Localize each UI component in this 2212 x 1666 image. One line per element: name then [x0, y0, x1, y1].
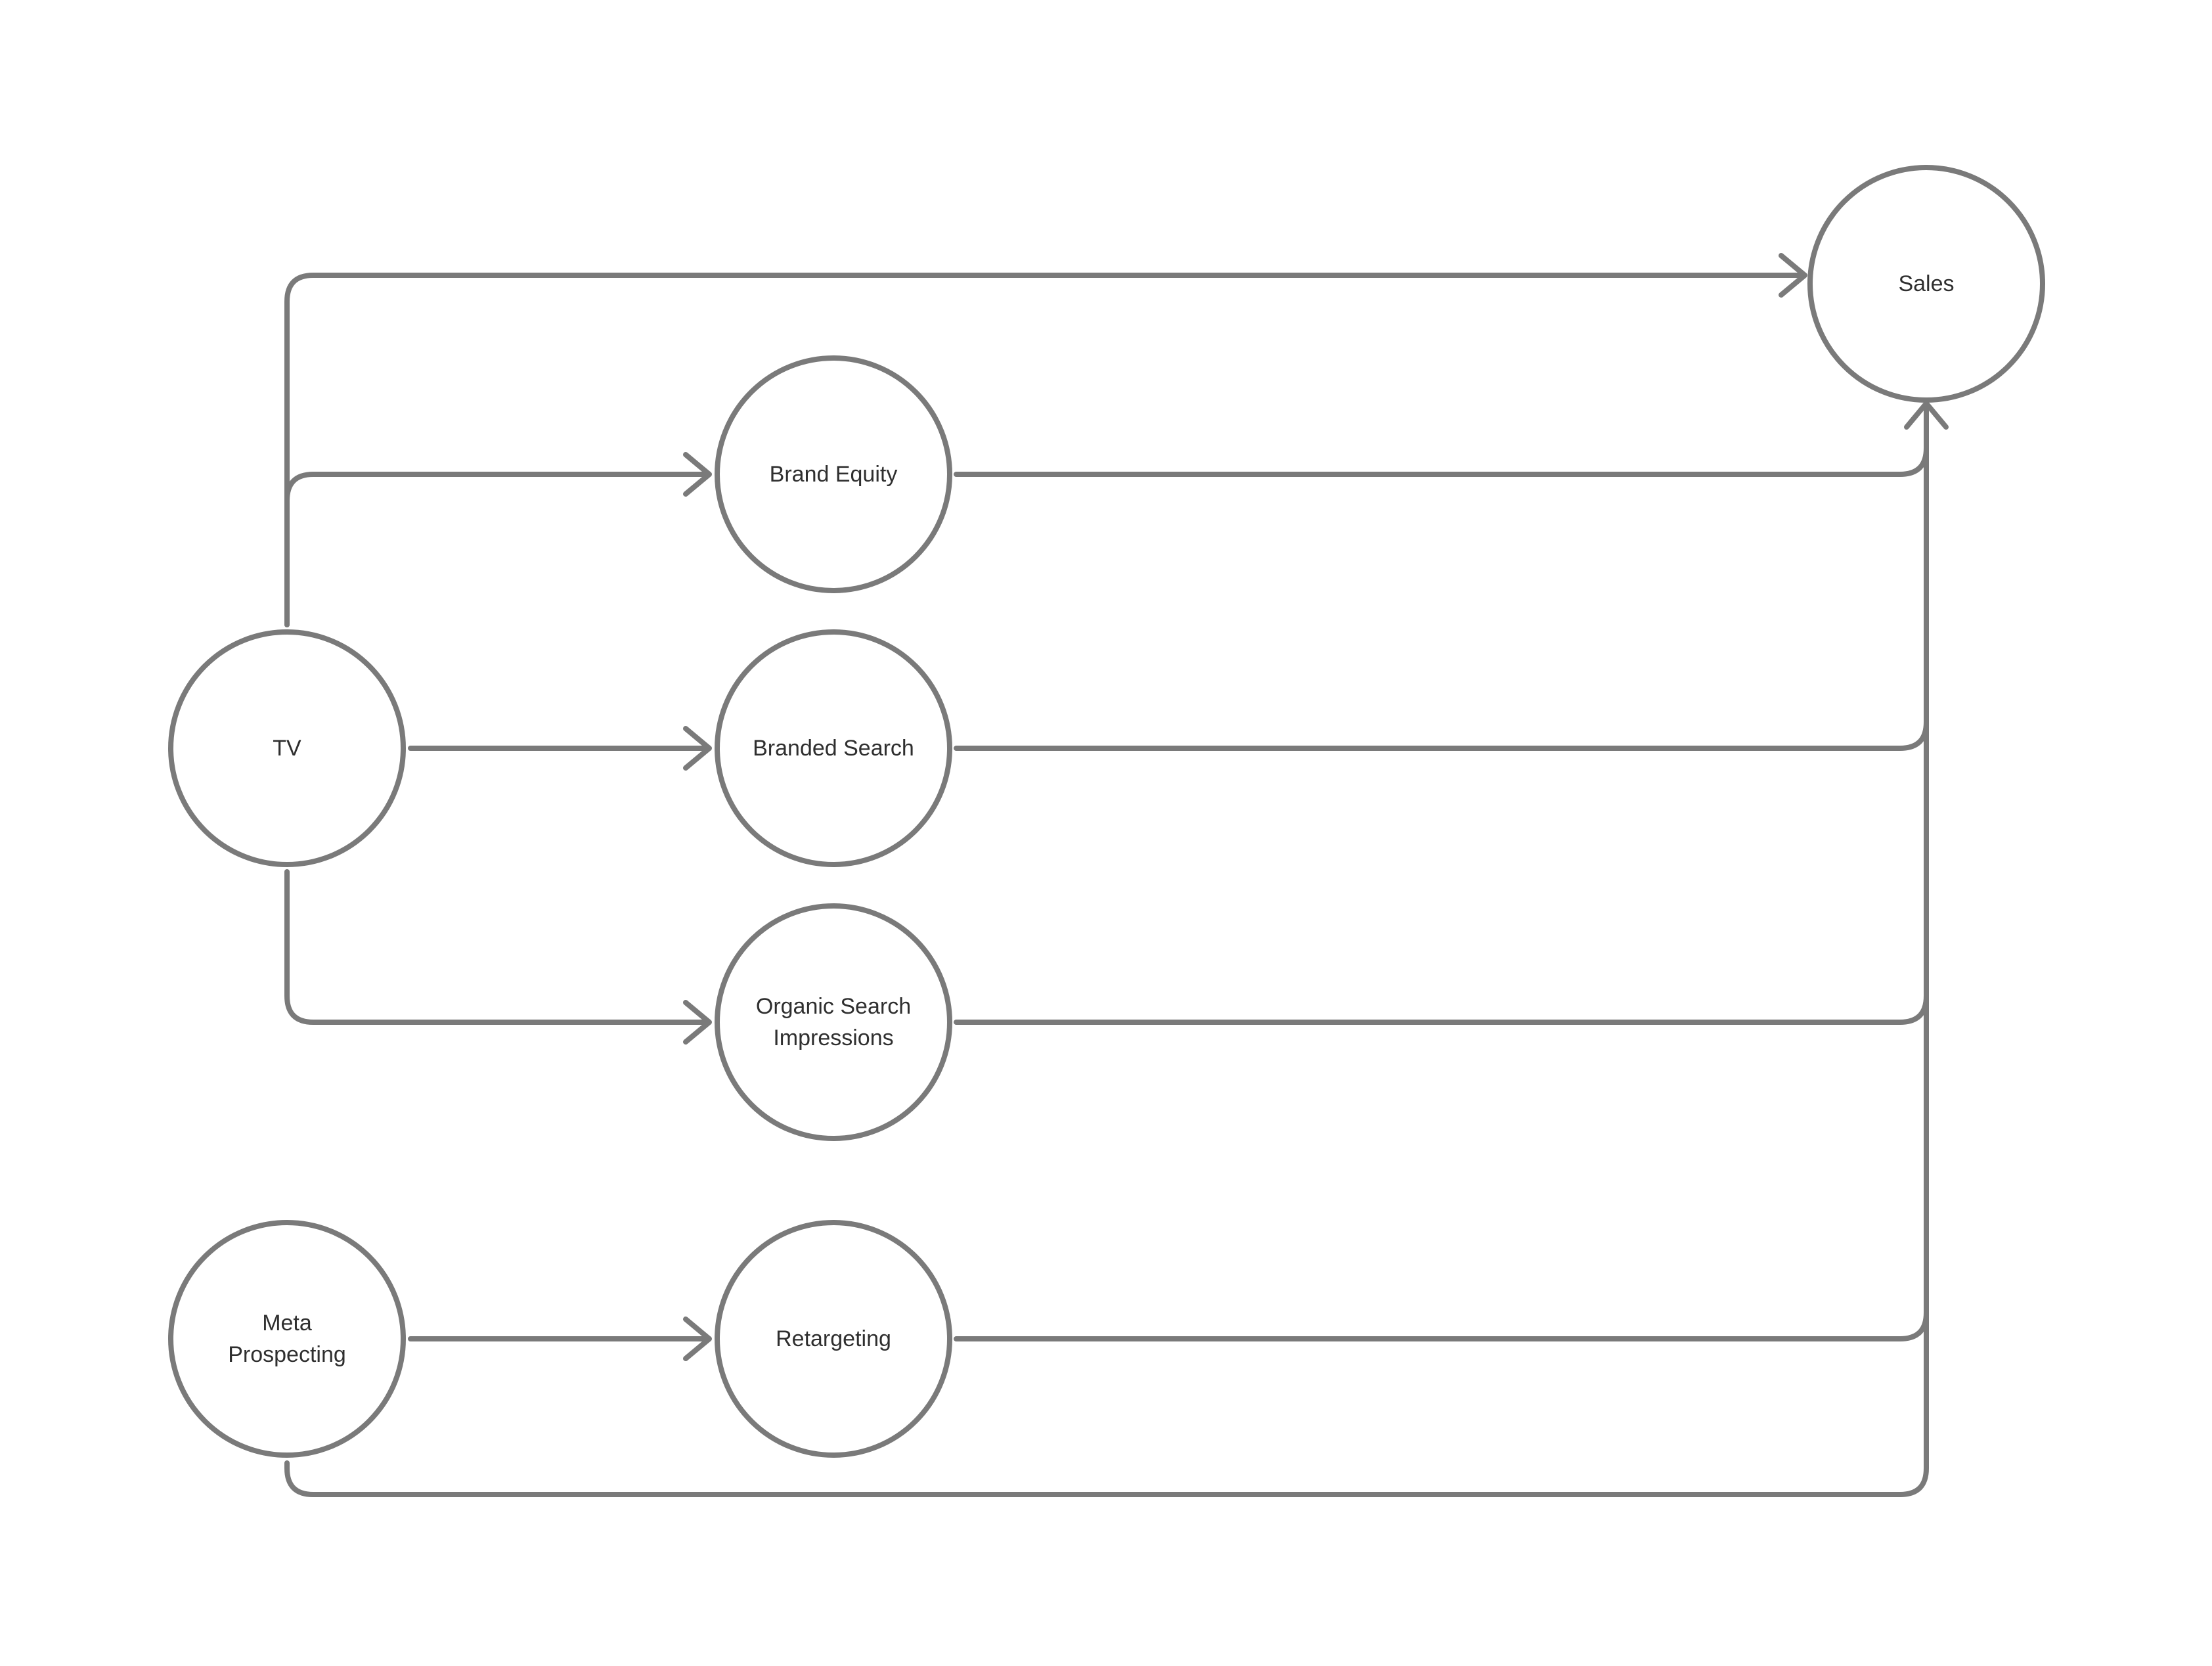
node-tv-label: TV — [273, 736, 301, 761]
edge-brand-equity-to-sales — [954, 445, 1929, 477]
edge-tv-to-organic-search — [284, 869, 712, 1045]
edge-meta-prospecting-to-sales — [284, 401, 1949, 1497]
edge-meta-prospecting-to-retargeting — [408, 1317, 712, 1361]
node-retargeting-label: Retargeting — [776, 1326, 891, 1351]
edge-branded-search-to-sales — [954, 719, 1929, 751]
node-organic-search-impressions-label: Organic Search Impressions — [755, 994, 912, 1050]
edge-tv-to-brand-equity — [284, 452, 712, 627]
node-meta-prospecting-label: Meta Prospecting — [228, 1311, 346, 1367]
edge-tv-to-sales — [284, 253, 1807, 627]
node-sales-label: Sales — [1898, 271, 1955, 296]
edge-organic-search-to-sales — [954, 993, 1929, 1025]
node-sales: Sales — [1807, 165, 2045, 403]
node-branded-search-label: Branded Search — [753, 736, 914, 761]
edge-tv-to-branded-search — [408, 726, 712, 771]
node-meta-prospecting: Meta Prospecting — [168, 1220, 406, 1458]
node-brand-equity: Brand Equity — [715, 355, 952, 593]
node-brand-equity-label: Brand Equity — [769, 462, 898, 487]
node-retargeting: Retargeting — [715, 1220, 952, 1458]
node-organic-search-impressions: Organic Search Impressions — [715, 903, 952, 1141]
node-branded-search: Branded Search — [715, 629, 952, 867]
edge-retargeting-to-sales — [954, 1310, 1929, 1341]
node-tv: TV — [168, 629, 406, 867]
